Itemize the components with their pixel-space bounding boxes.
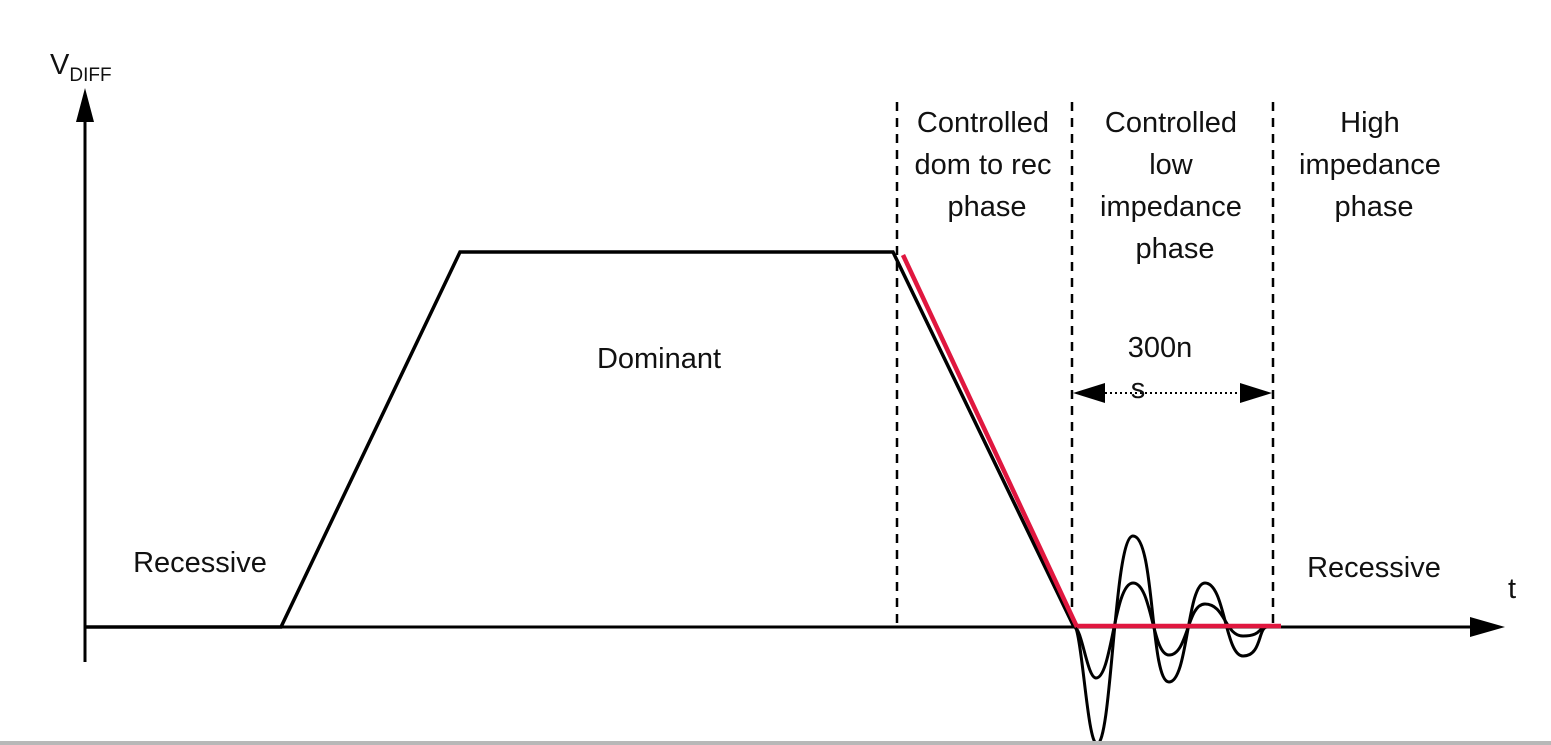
y-axis-arrowhead [76,88,94,122]
duration-label-line1: 300n [1128,332,1193,364]
state-label-recessive-left: Recessive [133,547,267,579]
phase-high-impedance-line1: High [1340,107,1400,139]
phase-low-impedance-line1: Controlled [1105,107,1237,139]
duration-label-line2: s [1131,373,1146,405]
ringing-waveform-small [1073,581,1268,680]
duration-arrow-left [1073,383,1105,403]
phase-dom-to-rec-line3: phase [947,191,1026,223]
vdiff-signal-trace [85,250,1076,629]
bottom-border [0,741,1551,745]
phase-label-low-impedance: Controlled low impedance phase [1100,107,1250,265]
phase-low-impedance-line3: impedance [1100,191,1242,223]
state-label-recessive-right: Recessive [1307,552,1441,584]
phase-low-impedance-line2: low [1149,149,1194,181]
phase-high-impedance-line3: phase [1334,191,1413,223]
controlled-slope-highlight [900,254,1080,628]
phase-dom-to-rec-line1: Controlled [917,107,1049,139]
x-axis-label: t [1508,573,1516,605]
duration-arrow-right [1240,383,1272,403]
phase-label-dom-to-rec: Controlled dom to rec phase [914,107,1059,223]
x-axis-arrowhead [1470,617,1505,637]
ringing-waveform-large [1072,534,1268,745]
phase-low-impedance-line4: phase [1135,233,1214,265]
phase-high-impedance-line2: impedance [1299,149,1441,181]
phase-label-high-impedance: High impedance phase [1299,107,1449,223]
phase-dom-to-rec-line2: dom to rec [914,149,1051,181]
y-axis-label-subscript: DIFF [69,65,111,86]
duration-label: 300n s [1128,332,1201,405]
state-label-dominant: Dominant [597,343,721,375]
y-axis-label-main: V [50,49,70,81]
y-axis-label: VDIFF [50,49,112,86]
